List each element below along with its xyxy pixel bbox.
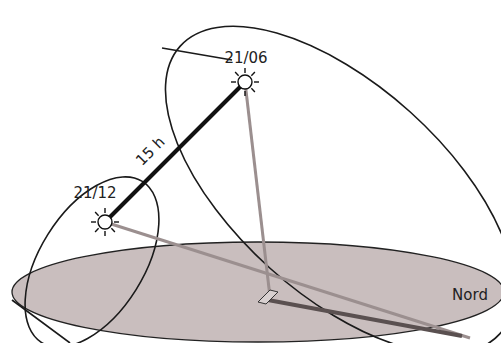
summer-ray	[245, 82, 270, 297]
sun-ray	[235, 88, 239, 92]
label-text: 21/06	[224, 51, 267, 66]
gnomon	[258, 290, 278, 304]
sun-disc	[98, 215, 112, 229]
path-envelope	[162, 48, 232, 60]
ground-disc	[12, 242, 501, 342]
sun-symbol	[91, 208, 119, 236]
sun-ray	[91, 221, 96, 222]
sun-ray	[251, 72, 255, 76]
sun-ray	[104, 231, 105, 236]
shadow	[268, 300, 462, 336]
winter-ray	[105, 222, 470, 338]
sun-ray	[254, 81, 259, 82]
path-envelope	[12, 300, 70, 343]
sun-ray	[231, 81, 236, 82]
sun-ray	[244, 68, 245, 73]
sun-ray	[235, 72, 239, 76]
sun-disc	[238, 75, 252, 89]
winter-path	[0, 154, 186, 343]
label-text: 21/12	[73, 186, 116, 201]
sun-ray	[114, 221, 119, 222]
sun-ray	[104, 208, 105, 213]
sun-symbol	[231, 68, 259, 96]
sun-ray	[111, 228, 115, 232]
label-text: Nord	[452, 288, 488, 303]
sun-ray	[244, 91, 245, 96]
sun-ray	[251, 88, 255, 92]
summer-path	[110, 0, 501, 343]
sun-ray	[95, 228, 99, 232]
day-length-bar	[105, 82, 245, 222]
sun-ray	[111, 212, 115, 216]
sun-ray	[95, 212, 99, 216]
